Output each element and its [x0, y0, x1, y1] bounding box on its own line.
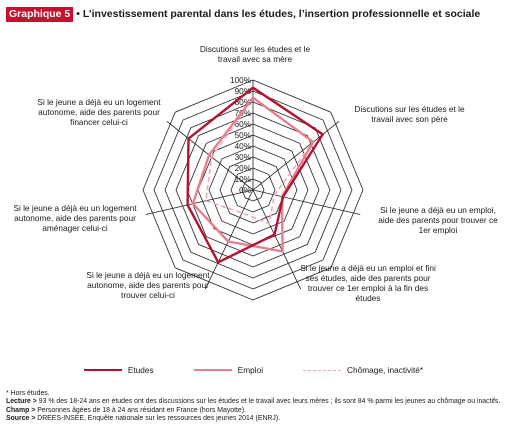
axis-label-mother: Discutions sur les études et le travail …	[199, 44, 311, 64]
tick-label: 90%	[235, 87, 251, 96]
tick-label: 50%	[235, 131, 251, 140]
tick-label: 20%	[235, 164, 251, 173]
axis-label-first-job: Si le jeune a déjà eu un emploi, aide de…	[378, 205, 498, 235]
series-etudes	[186, 86, 324, 264]
note-lecture-label: Lecture >	[6, 398, 37, 406]
axis-label-find-housing: Si le jeune a déjà eu un logement autono…	[86, 270, 210, 300]
radar-chart: 0% 10% 20% 30% 40% 50% 60% 70% 80% 90% 100%	[142, 76, 364, 301]
tick-label: 100%	[230, 76, 251, 85]
grid-ring	[208, 145, 298, 235]
grid-ring	[142, 79, 364, 301]
axis-label-furnish-housing: Si le jeune a déjà eu un logement autono…	[13, 203, 137, 233]
grid-spoke	[252, 121, 340, 191]
tick-label: 40%	[235, 142, 251, 151]
grid-ring	[241, 178, 265, 202]
chart-header: Graphique 5 • L’investissement parental …	[6, 6, 502, 22]
grid-ring	[219, 156, 287, 224]
legend-swatch-chomage	[303, 369, 342, 371]
legend-swatch-emploi	[193, 369, 232, 371]
axis-label-finance-housing: Si le jeune a déjà eu un logement autono…	[37, 97, 161, 127]
note-champ: Champ > Personnes âgées de 18 à 24 ans r…	[6, 407, 502, 415]
legend-label-etudes: Etudes	[127, 365, 154, 375]
tick-label: 80%	[235, 98, 251, 107]
legend-item-etudes: Etudes	[83, 363, 154, 377]
tick-label: 30%	[235, 153, 251, 162]
tick-label: 70%	[235, 109, 251, 118]
series-emploi	[191, 96, 315, 253]
grid-spoke	[252, 189, 302, 290]
legend-item-emploi: Emploi	[193, 363, 264, 377]
note-star: * Hors études.	[6, 390, 50, 397]
legend-label-emploi: Emploi	[237, 365, 264, 375]
note-lecture: Lecture > 93 % des 18-24 ans en études o…	[6, 398, 502, 406]
note-champ-label: Champ >	[6, 406, 36, 414]
grid-ring	[230, 167, 276, 213]
figure-number-badge: Graphique 5	[6, 6, 74, 22]
grid-spoke	[252, 189, 361, 215]
axis-label-first-job-after-studies: Si le jeune a déjà eu un emploi et fini …	[300, 263, 436, 303]
tick-label: 0%	[239, 186, 251, 195]
note-champ-text: Personnes âgées de 18 à 24 ans résidant …	[35, 406, 246, 414]
note-source-label: Source >	[6, 414, 36, 422]
radar-tick-labels: 0% 10% 20% 30% 40% 50% 60% 70% 80% 90% 100%	[230, 76, 251, 195]
grid-ring	[175, 112, 331, 268]
radar-series	[186, 86, 324, 264]
legend-swatch-etudes	[83, 369, 122, 371]
tick-label: 60%	[235, 120, 251, 129]
series-ch-mage-inactivit	[205, 96, 315, 225]
legend-label-chomage: Chômage, inactivité*	[347, 365, 424, 375]
axis-label-father: Discutions sur les études et le travail …	[354, 104, 465, 124]
grid-spoke	[145, 189, 254, 215]
grid-ring	[164, 101, 342, 279]
chart-notes: * Hors études. Lecture > 93 % des 18-24 …	[6, 390, 502, 423]
note-lecture-text: 93 % des 18-24 ans en études ont des dis…	[36, 398, 501, 406]
chart-title: • L’investissement parental dans les étu…	[76, 8, 481, 20]
note-source: Source > DREES-INSEE, Enquête nationale …	[6, 415, 502, 423]
chart-legend: Etudes Emploi Chômage, inactivité*	[0, 363, 507, 377]
grid-spoke	[204, 189, 254, 290]
legend-item-chomage: Chômage, inactivité*	[303, 363, 423, 377]
tick-label: 10%	[235, 175, 251, 184]
note-source-text: DREES-INSEE, Enquête nationale sur les r…	[35, 414, 281, 422]
grid-ring	[153, 90, 353, 290]
